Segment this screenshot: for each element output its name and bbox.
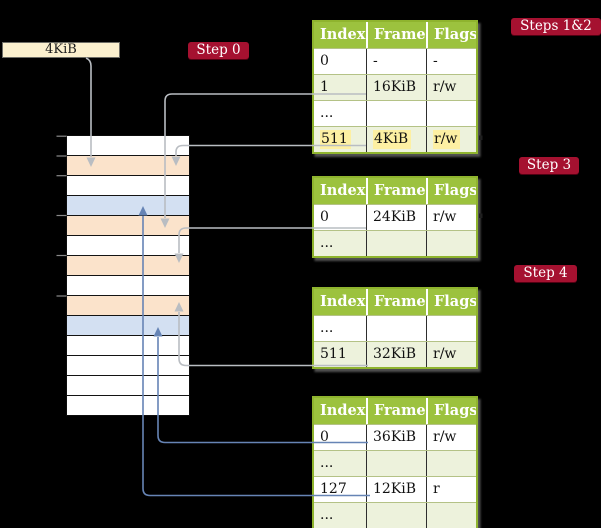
table-cell: 12KiB (366, 477, 426, 502)
clipped-arrowhead-mark (479, 135, 483, 140)
table-header-cell: Index (320, 26, 366, 43)
size-label-box: 4KiB (2, 42, 120, 58)
table-cell: - (366, 49, 426, 74)
table-cell: ... (320, 507, 334, 523)
table-cell (366, 231, 426, 256)
table-row: ... (314, 502, 476, 528)
table-cell: 511 (320, 346, 347, 362)
table-cell: r (426, 477, 476, 502)
memory-frame-row-white (67, 395, 189, 415)
table-cell (426, 451, 476, 476)
table-header-cell: Index (320, 182, 366, 199)
table-cell (366, 451, 426, 476)
table-cell: - (426, 49, 476, 74)
table-row: ... (314, 230, 476, 256)
highlighted-value: r/w (433, 130, 461, 149)
memory-frame-row-white (67, 275, 189, 295)
table-header-cell: Flags (426, 178, 476, 204)
table-cell: 0 (320, 209, 329, 225)
memory-frame-row-blue (67, 195, 189, 215)
table-cell: r/w (426, 75, 476, 100)
table-cell: r/w (426, 425, 476, 450)
table-header-cell: Frame (366, 398, 426, 424)
size-label-text: 4KiB (45, 42, 77, 57)
highlighted-value: 4KiB (373, 130, 412, 149)
table-cell: 32KiB (366, 342, 426, 367)
table-cell: 0 (320, 429, 329, 445)
table-cell: 4KiB (366, 127, 426, 152)
table-header-cell: Frame (366, 289, 426, 315)
memory-frame-row-white (67, 175, 189, 195)
step-badge-steps1-2: Steps 1&2 (511, 18, 601, 35)
table-row: 511 4KiB r/w (314, 126, 476, 152)
memory-frame-row-orange (67, 155, 189, 175)
table-cell: r/w (426, 127, 476, 152)
table-cell: ... (320, 455, 334, 471)
memory-frame-row-white (67, 335, 189, 355)
table-cell: r/w (426, 205, 476, 230)
table-row: ... (314, 100, 476, 126)
memory-frame-row-orange (67, 215, 189, 235)
table-cell (426, 101, 476, 126)
table-cell (426, 316, 476, 341)
table-cell: ... (320, 105, 334, 121)
table-cell (366, 316, 426, 341)
table-row: ... (314, 315, 476, 341)
memory-frame-row-white (67, 375, 189, 395)
step-badge-step0: Step 0 (188, 42, 249, 59)
table-cell: ... (320, 320, 334, 336)
table-cell: 36KiB (366, 425, 426, 450)
table-header-cell: Frame (366, 22, 426, 48)
memory-frame-row-orange (67, 255, 189, 275)
memory-frame-row-white (67, 355, 189, 375)
highlighted-value: 511 (320, 130, 351, 149)
table-cell (426, 231, 476, 256)
table-row: 0 -- (314, 48, 476, 74)
memory-address-ticks (56, 135, 67, 297)
table-cell (426, 503, 476, 528)
memory-frame-row-orange (67, 295, 189, 315)
table-header-cell: Index (320, 402, 366, 419)
clipped-arrowhead-mark (479, 213, 483, 218)
table-header-cell: Flags (426, 398, 476, 424)
table-header-cell: Flags (426, 289, 476, 315)
table-header-cell: Frame (366, 178, 426, 204)
table-cell (366, 101, 426, 126)
memory-frame-row-white (67, 235, 189, 255)
table-cell: 511 (314, 127, 366, 152)
table-cell: 16KiB (366, 75, 426, 100)
table-header-cell: Flags (426, 22, 476, 48)
table-cell: ... (320, 235, 334, 251)
table-cell: 1 (320, 79, 329, 95)
table-cell (366, 503, 426, 528)
table-cell: 24KiB (366, 205, 426, 230)
table-cell: 127 (320, 481, 347, 497)
memory-frame-row-blue (67, 315, 189, 335)
table-header-cell: Index (320, 293, 366, 310)
memory-frame-row-white (67, 136, 189, 155)
step-badge-step3: Step 3 (519, 157, 579, 174)
table-row: ... (314, 450, 476, 476)
table-cell: r/w (426, 342, 476, 367)
table-cell: 0 (320, 53, 329, 69)
physical-memory-column (66, 135, 190, 416)
step-badge-step4: Step 4 (514, 265, 577, 282)
